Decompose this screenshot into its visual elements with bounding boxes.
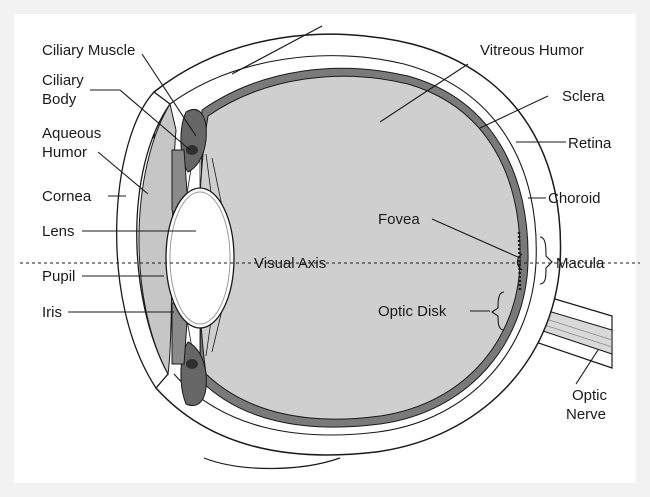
label-iris: Iris	[42, 304, 62, 321]
label-sclera: Sclera	[562, 88, 605, 105]
label-aqueous-humor-line1: Aqueous	[42, 125, 101, 142]
label-fovea: Fovea	[378, 211, 420, 228]
label-pupil: Pupil	[42, 268, 75, 285]
vitreous-humor-region	[199, 76, 520, 419]
ciliary-muscle-bottom	[186, 359, 198, 369]
label-ciliary-body-line2: Body	[42, 91, 77, 108]
label-ciliary-muscle: Ciliary Muscle	[42, 42, 135, 59]
label-ciliary-body-line1: Ciliary	[42, 72, 84, 89]
label-retina: Retina	[568, 135, 612, 152]
label-lens: Lens	[42, 223, 75, 240]
lens	[166, 188, 234, 328]
label-cornea: Cornea	[42, 188, 92, 205]
label-optic-nerve-line2: Nerve	[566, 406, 606, 423]
label-optic-disk: Optic Disk	[378, 303, 447, 320]
label-aqueous-humor-line2: Humor	[42, 144, 87, 161]
label-visual-axis: Visual Axis	[254, 255, 326, 272]
label-optic-nerve-line1: Optic	[572, 387, 608, 404]
label-macula: Macula	[556, 255, 605, 272]
ciliary-muscle-top	[186, 145, 198, 155]
label-choroid: Choroid	[548, 190, 601, 207]
label-vitreous-humor: Vitreous Humor	[480, 42, 584, 59]
